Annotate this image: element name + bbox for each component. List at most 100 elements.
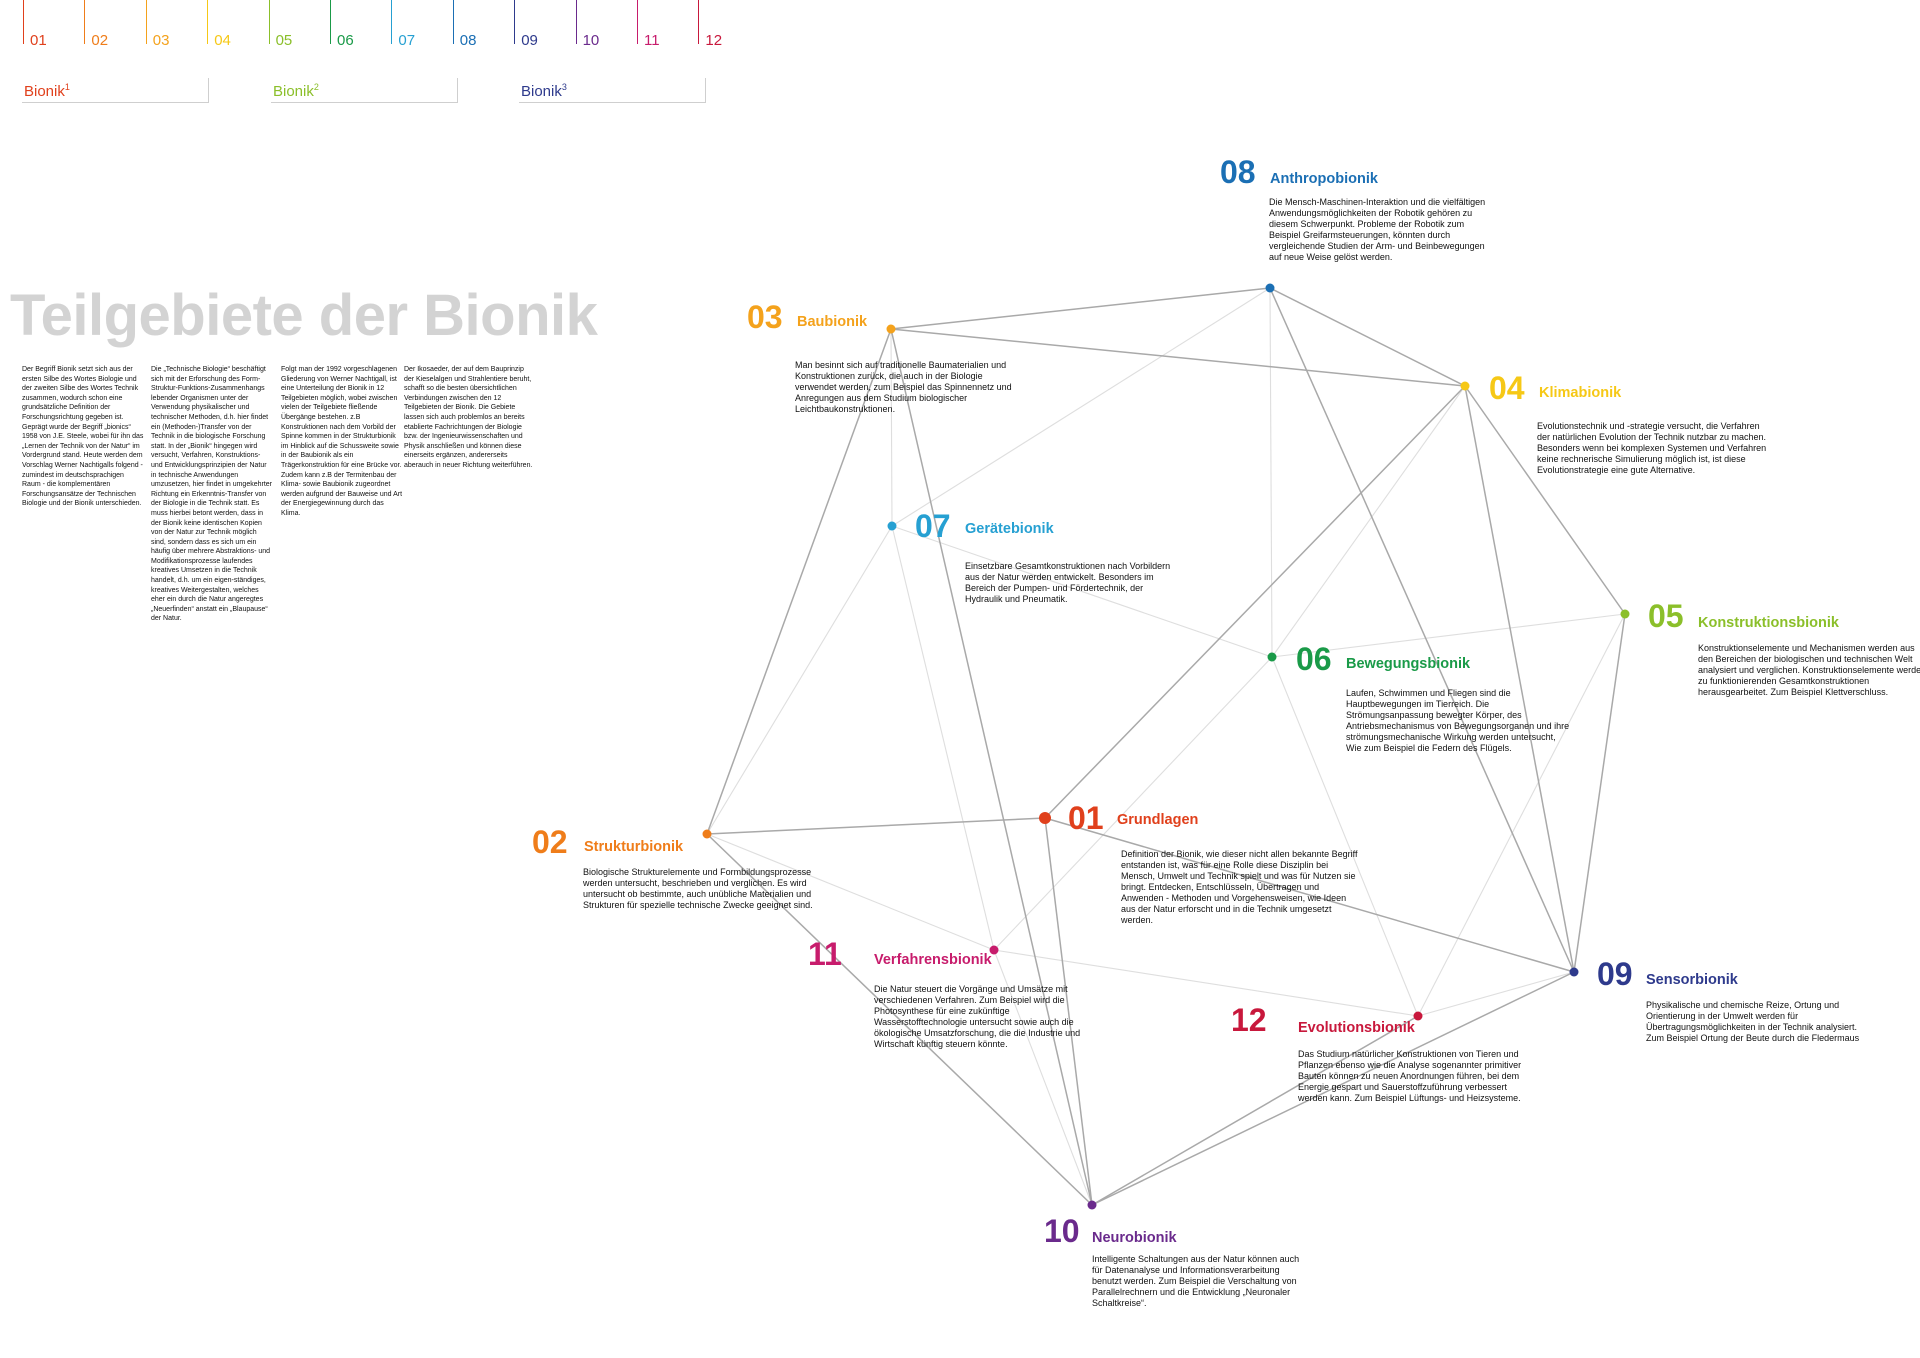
connection-line-back: [1271, 385, 1466, 658]
connection-line-front: [1091, 971, 1575, 1206]
node-description-12: Das Studium natürlicher Konstruktionen v…: [1298, 1049, 1522, 1103]
node-dot-10: [1087, 1200, 1097, 1210]
connection-line-front: [706, 328, 892, 835]
node-description-02: Biologische Strukturelemente und Formbil…: [583, 867, 813, 910]
header-tick-label: 09: [521, 32, 538, 49]
node-description-05: Konstruktionselemente und Mechanismen we…: [1698, 643, 1920, 697]
connection-line-front: [1464, 385, 1575, 973]
node-description-10: Intelligente Schaltungen aus der Natur k…: [1092, 1254, 1300, 1308]
node-number-09: 09: [1597, 956, 1633, 992]
connection-line-back: [1271, 613, 1626, 658]
node-dot-06: [1267, 652, 1277, 662]
node-description-07: Einsetzbare Gesamtkonstruktionen nach Vo…: [965, 561, 1171, 604]
node-dot-01: [1039, 812, 1051, 824]
header-tick-line: [145, 0, 147, 44]
node-title-08: Anthropobionik: [1270, 171, 1378, 187]
node-description-04: Evolutionstechnik und -strategie versuch…: [1537, 421, 1767, 475]
node-dot-03: [886, 324, 896, 334]
connection-line-back: [993, 949, 1419, 1017]
node-description-01: Definition der Bionik, wie dieser nicht …: [1121, 849, 1358, 925]
connection-line-back: [1417, 613, 1626, 1017]
header-tick-label: 07: [398, 32, 416, 49]
connection-line-front: [1269, 287, 1575, 973]
connection-line-back: [891, 287, 1271, 527]
header-tick-line: [84, 0, 86, 44]
node-description-11: Die Natur steuert die Vorgänge und Umsät…: [874, 984, 1081, 1049]
header-tick-line: [637, 0, 638, 44]
header-tick-label: 05: [275, 32, 293, 49]
header-tick-label: 02: [91, 32, 109, 49]
legend-label: Bionik2: [273, 82, 319, 100]
node-title-02: Strukturbionik: [584, 839, 684, 855]
connection-line-front: [1044, 817, 1575, 973]
node-number-10: 10: [1044, 1213, 1080, 1249]
legend-label: Bionik3: [521, 82, 567, 100]
node-title-09: Sensorbionik: [1646, 972, 1738, 988]
node-title-12: Evolutionsbionik: [1298, 1020, 1415, 1036]
node-dot-07: [887, 521, 897, 531]
legend-superscript: 3: [561, 82, 567, 92]
connection-line-back: [1269, 287, 1273, 658]
node-dot-11: [989, 945, 999, 955]
connection-line-back: [993, 949, 1093, 1206]
header-tick-label: 11: [644, 32, 660, 49]
header-tick-line: [514, 0, 516, 44]
node-title-04: Klimabionik: [1539, 385, 1622, 401]
header-tick-label: 06: [337, 32, 354, 49]
node-dot-09: [1569, 967, 1579, 977]
connection-line-front: [1044, 817, 1093, 1206]
node-title-06: Bewegungsbionik: [1346, 656, 1471, 672]
node-number-05: 05: [1648, 598, 1684, 634]
node-dot-04: [1460, 381, 1470, 391]
node-title-10: Neurobionik: [1092, 1230, 1177, 1246]
connection-line-front: [1464, 385, 1626, 615]
connection-line-back: [706, 525, 893, 835]
connection-line-front: [890, 328, 1466, 387]
legend-superscript: 1: [64, 82, 70, 92]
connection-line-back: [890, 328, 893, 527]
header-tick-line: [23, 0, 24, 44]
node-description-06: Laufen, Schwimmen und Fliegen sind die H…: [1346, 688, 1570, 753]
header-tick-line: [452, 0, 454, 44]
intro-paragraph: Die „Technische Biologie“ beschäftigt si…: [151, 366, 273, 623]
node-dot-08: [1265, 283, 1275, 293]
connection-line-front: [706, 817, 1046, 835]
node-title-01: Grundlagen: [1117, 812, 1199, 828]
header-tick-label: 10: [582, 32, 600, 49]
header-tick-label: 01: [30, 32, 47, 49]
node-dot-02: [702, 829, 712, 839]
legend-box: Bionik3: [519, 78, 706, 103]
node-number-04: 04: [1489, 370, 1525, 406]
node-number-06: 06: [1296, 641, 1332, 677]
node-description-03: Man besinnt sich auf traditionelle Bauma…: [795, 360, 1012, 414]
connection-line-front: [706, 833, 1093, 1206]
header-tick-label: 12: [705, 32, 723, 49]
node-number-02: 02: [532, 824, 568, 860]
node-title-11: Verfahrensbionik: [874, 952, 992, 968]
intro-paragraph: Folgt man der 1992 vorgeschlagenen Glied…: [281, 366, 403, 517]
connection-line-back: [1271, 656, 1419, 1017]
node-title-07: Gerätebionik: [965, 521, 1054, 537]
node-title-05: Konstruktionsbionik: [1698, 615, 1839, 631]
intro-paragraph: Der Ikosaeder, der auf dem Bauprinzip de…: [404, 366, 533, 469]
header-tick-label: 03: [152, 32, 170, 49]
node-number-07: 07: [915, 508, 951, 544]
connection-line-back: [1417, 971, 1575, 1017]
legend-box: Bionik1: [22, 78, 209, 103]
header-tick-label: 08: [459, 32, 477, 49]
header-tick-line: [330, 0, 331, 44]
header-tick-line: [207, 0, 209, 44]
legend-label: Bionik1: [24, 82, 70, 100]
connection-line-front: [1044, 385, 1466, 819]
connection-line-back: [993, 656, 1273, 951]
connection-line-front: [1269, 287, 1466, 387]
node-number-01: 01: [1068, 800, 1104, 836]
node-number-03: 03: [747, 299, 783, 335]
header-tick-line: [268, 0, 270, 44]
header-tick-line: [575, 0, 577, 44]
node-description-08: Die Mensch-Maschinen-Interaktion und die…: [1269, 197, 1486, 262]
node-dot-05: [1620, 609, 1630, 619]
legend-superscript: 2: [313, 82, 319, 92]
